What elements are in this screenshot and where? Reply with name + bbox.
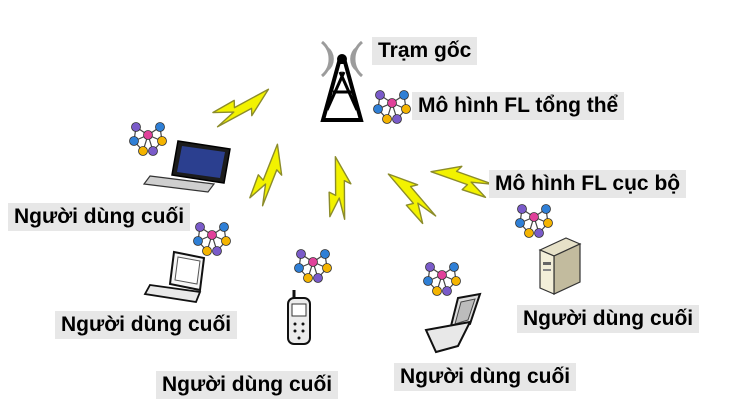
end-user-label: Người dùng cuối xyxy=(8,203,191,231)
server-icon xyxy=(538,237,582,295)
netbook-icon xyxy=(143,250,206,304)
flip-phone-icon xyxy=(424,292,482,354)
base-station-label: Trạm gốc xyxy=(372,37,478,65)
local-model-icon xyxy=(422,261,462,297)
local-model-icon xyxy=(293,248,333,284)
lightning-bolt xyxy=(210,88,276,128)
end-user-label: Người dùng cuối xyxy=(517,305,700,333)
cell-tower-icon xyxy=(320,40,364,122)
local-model-icon xyxy=(192,221,232,257)
local-model-icon xyxy=(514,203,554,239)
local-model-label: Mô hình FL cục bộ xyxy=(489,170,687,198)
mobile-phone-icon xyxy=(287,290,311,345)
laptop-icon xyxy=(142,140,231,193)
global-model-label: Mô hình FL tổng thể xyxy=(412,92,625,120)
global-model-icon xyxy=(372,89,412,125)
end-user-label: Người dùng cuối xyxy=(394,363,577,391)
lightning-bolt xyxy=(324,156,356,220)
local-model-icon xyxy=(128,121,168,157)
lightning-bolt xyxy=(244,143,296,207)
end-user-label: Người dùng cuối xyxy=(55,311,238,339)
end-user-label: Người dùng cuối xyxy=(156,371,339,399)
lightning-bolt xyxy=(387,163,437,227)
lightning-bolt xyxy=(430,153,494,203)
